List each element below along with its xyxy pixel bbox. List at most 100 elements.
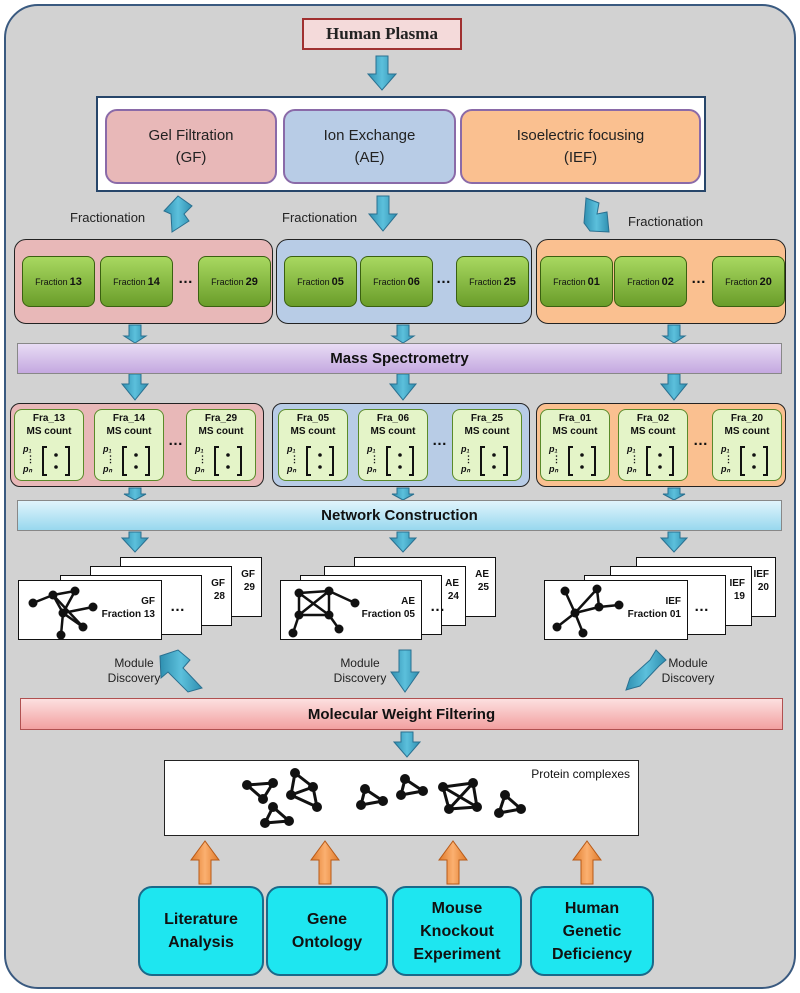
arrow-ms-to-ief-counts [659,373,689,401]
source-line: Ontology [291,934,363,951]
matrix-pn: pₙ [103,464,113,474]
ms-fraction-label: Fra_25 [470,413,504,424]
matrix-dots: ⋮ [552,454,561,464]
matrix-dots: ⋮ [370,454,379,464]
network-construction-band: Network Construction [17,500,782,531]
arrow-ms-to-ae-counts [388,373,418,401]
matrix-dots: ⋮ [26,454,35,464]
matrix-p1: p₁ [195,444,204,454]
source-line: Analysis [168,934,234,951]
fraction-number: 02 [661,275,674,288]
matrix-bracket [740,446,768,476]
fraction-number: 14 [147,275,160,288]
mass-spectrometry-band: Mass Spectrometry [17,343,782,374]
matrix-pn: pₙ [367,464,377,474]
ion-exchange-abbr: (AE) [354,148,385,166]
matrix-p1: p₁ [461,444,470,454]
matrix-p1: p₁ [367,444,376,454]
protein-complexes-box: Protein complexes [164,760,639,836]
arrow-mouse-to-complexes [438,840,468,885]
fraction-number: 13 [69,275,82,288]
ms-fraction-label: Fra_02 [636,413,670,424]
fraction-word: Fraction [469,276,502,287]
matrix-dots: ⋮ [464,454,473,464]
fraction-number: 29 [245,275,258,288]
ms-count-vector: p₁ ⋮ pₙ [549,444,605,476]
source-line: Deficiency [551,945,633,963]
ms-count-card: Fra_02 MS count p₁ ⋮ pₙ [618,409,688,481]
arrow-ae-to-ms [390,324,416,344]
matrix-bracket [646,446,674,476]
ms-count-vector: p₁ ⋮ pₙ [287,444,343,476]
fractionation-label-gf: Fractionation [70,210,146,225]
matrix-p1: p₁ [23,444,32,454]
arrow-ief-module-discovery [625,649,667,691]
ms-count-label: MS count [198,426,244,437]
matrix-bracket [386,446,414,476]
arrow-ae-counts-to-network [391,487,415,501]
isoelectric-focusing-box: Isoelectric focusing (IEF) [460,109,701,184]
fraction-ellipsis: … [436,270,451,287]
fraction-word: Fraction [211,276,244,287]
network-ellipsis: … [430,598,445,615]
arrow-gf-module-discovery [159,649,203,693]
fraction-number: 06 [407,275,420,288]
isoelectric-focusing-name: Isoelectric focusing [516,126,645,144]
ms-count-vector: p₁ ⋮ pₙ [367,444,423,476]
gel-filtration-box: Gel Filtration (GF) [105,109,277,184]
arrow-ae-module-discovery [390,649,420,693]
ms-count-vector: p₁ ⋮ pₙ [23,444,79,476]
arrow-literature-to-complexes [190,840,220,885]
arrow-gf-counts-to-network [123,487,147,501]
isoelectric-focusing-abbr: (IEF) [563,148,598,166]
gel-filtration-name: Gel Filtration [148,126,234,144]
fractionation-label-ae: Fractionation [282,210,358,225]
fractionation-label-ief: Fractionation [628,214,704,229]
ms-count-card: Fra_20 MS count p₁ ⋮ pₙ [712,409,782,481]
ms-count-card: Fra_06 MS count p₁ ⋮ pₙ [358,409,428,481]
network-graph-icon [288,586,360,638]
ms-count-vector: p₁ ⋮ pₙ [627,444,683,476]
molecular-weight-filtering-label: Molecular Weight Filtering [307,705,496,723]
matrix-pn: pₙ [195,464,205,474]
arrow-human-to-complexes [572,840,602,885]
ms-fraction-label: Fra_13 [32,413,66,424]
fraction-number: 01 [587,275,600,288]
ms-count-card: Fra_29 MS count p₁ ⋮ pₙ [186,409,256,481]
fraction-ellipsis: … [691,270,706,287]
matrix-dots: ⋮ [630,454,639,464]
network-graph-icon [28,586,98,639]
arrow-gf-to-fractions [163,195,193,233]
matrix-bracket [306,446,334,476]
fraction-number: 05 [331,275,344,288]
ms-count-card: Fra_14 MS count p₁ ⋮ pₙ [94,409,164,481]
fraction-number: 20 [759,275,772,288]
matrix-p1: p₁ [287,444,296,454]
arrow-gf-to-ms [122,324,148,344]
source-line: Gene [306,911,347,928]
matrix-pn: pₙ [287,464,297,474]
matrix-bracket [480,446,508,476]
ms-count-label: MS count [26,426,72,437]
fraction-word: Fraction [373,276,406,287]
human-plasma-box: Human Plasma [302,18,462,50]
